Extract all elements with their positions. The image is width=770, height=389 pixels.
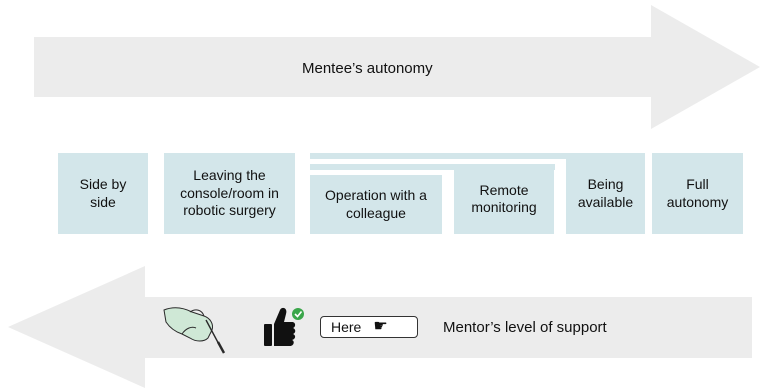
bracket-bar-inner	[310, 164, 555, 170]
stage-label-line: Full	[686, 176, 709, 192]
stage-label-line: Side by	[79, 176, 127, 192]
here-label: Here	[331, 319, 362, 335]
here-box: Here ☛	[320, 316, 418, 338]
stage-label-line: side	[90, 193, 116, 210]
stage-label-line: Remote	[479, 181, 529, 198]
gloved-hand-icon	[163, 307, 226, 354]
stage-label-line: Being	[587, 176, 624, 192]
mentor-support-label: Mentor’s level of support	[443, 319, 607, 336]
pointing-hand-icon: ☛	[373, 318, 388, 335]
stage-label-line: colleague	[346, 204, 406, 221]
stage-label-line: Leaving the	[193, 167, 266, 184]
stage-being-available: Being available	[566, 153, 645, 234]
stage-label-line: robotic surgery	[183, 202, 276, 219]
stage-side-by-side: Side by side	[58, 153, 148, 234]
thumbs-up-check-icon	[264, 307, 304, 346]
stage-label-line: console/room in	[180, 184, 279, 201]
stage-label-line: Operation with a	[325, 187, 427, 203]
bracket-bar-outer	[310, 153, 645, 159]
stage-label-line: monitoring	[471, 199, 537, 215]
stage-label-line: autonomy	[666, 193, 729, 210]
stage-remote-monitoring: Remote monitoring	[454, 164, 554, 234]
mentee-autonomy-arrow	[34, 5, 760, 129]
stage-full-autonomy: Full autonomy	[652, 153, 743, 234]
stage-leaving-console: Leaving the console/room in robotic surg…	[164, 153, 295, 234]
mentee-autonomy-label: Mentee’s autonomy	[302, 60, 433, 77]
stage-operation-with-colleague: Operation with a colleague	[310, 175, 442, 234]
stage-label-line: available	[577, 193, 634, 210]
